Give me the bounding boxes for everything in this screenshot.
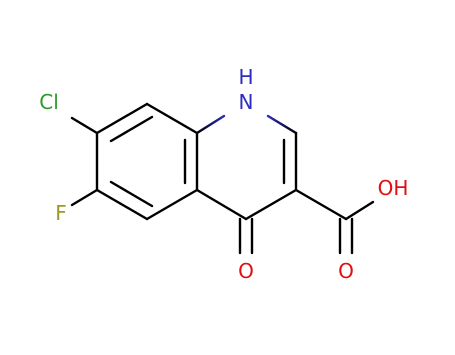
bond-c7-cl (70, 116, 99, 135)
bond-c4-c3 (244, 188, 298, 221)
atom-label-cl: Cl (39, 90, 59, 114)
bond-c8a-c8 (145, 102, 199, 135)
bond-n-c2 (266, 114, 298, 135)
bond-c8-c7 (95, 102, 149, 135)
atom-label-ketone-o: O (238, 259, 254, 283)
bond-c3-cooh (294, 188, 348, 221)
bond-c6-c5-inner (109, 180, 154, 208)
atom-label-n: N (239, 90, 254, 114)
bond-c4a-c4 (195, 188, 248, 221)
atom-label-oh: OH (378, 176, 409, 200)
atom-label-h: H (238, 65, 253, 89)
bond-cooh-oh (344, 200, 375, 221)
bonds (70, 102, 375, 255)
bond-c8a-n (195, 114, 226, 135)
bond-c6-f (70, 188, 99, 207)
bond-c8-c7-inner (109, 115, 154, 143)
atom-label-acid-o: O (338, 259, 354, 283)
bond-c5-c4a (145, 188, 199, 221)
atom-label-f: F (55, 201, 67, 225)
bond-c6-c5 (95, 188, 149, 221)
